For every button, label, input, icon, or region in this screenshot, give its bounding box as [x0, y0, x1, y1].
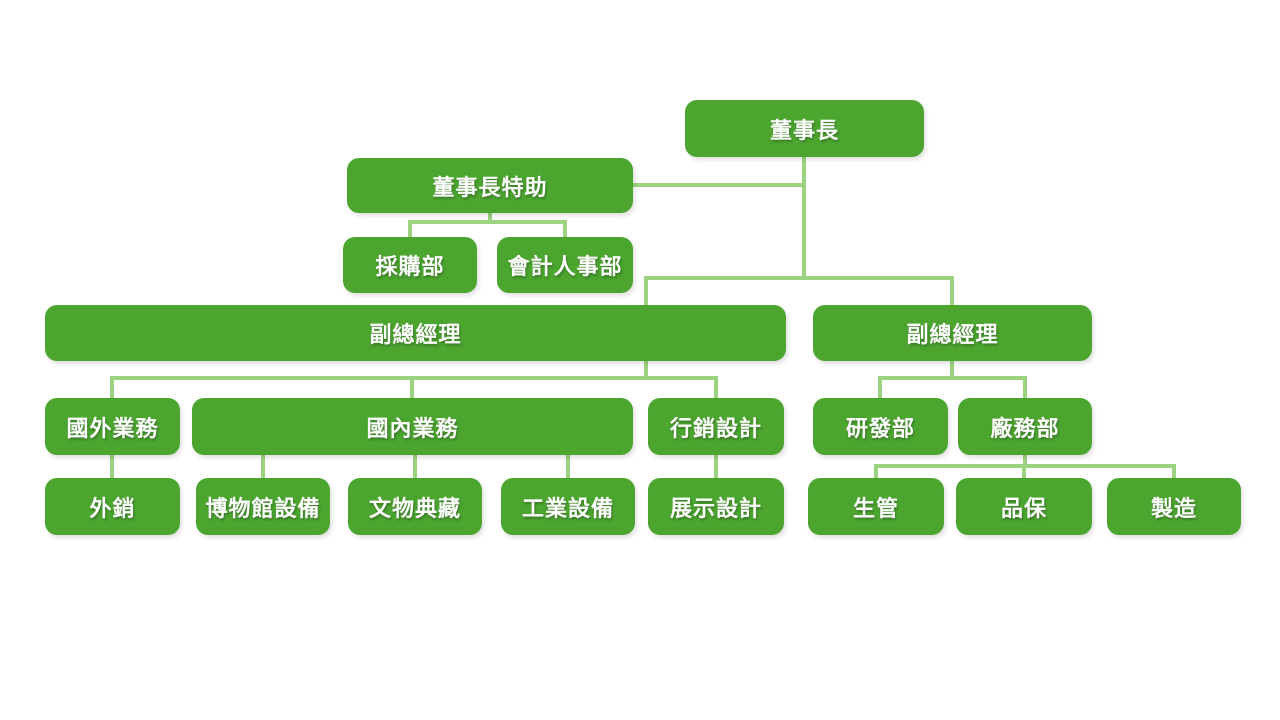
- org-node-domestic-business: 國內業務: [192, 398, 633, 455]
- connector-line: [714, 455, 718, 478]
- connector-line: [413, 455, 417, 478]
- org-node-export: 外銷: [45, 478, 180, 535]
- connector-line: [261, 455, 265, 478]
- connector-line: [1023, 376, 1027, 398]
- org-node-manufacturing: 製造: [1107, 478, 1241, 535]
- connector-line: [1022, 464, 1026, 478]
- connector-line: [633, 183, 804, 187]
- connector-line: [563, 220, 567, 237]
- connector-line: [950, 276, 954, 305]
- connector-line: [644, 361, 648, 378]
- org-node-exhibition-design: 展示設計: [648, 478, 784, 535]
- org-node-artifact-collection: 文物典藏: [348, 478, 482, 535]
- org-node-vp-left: 副總經理: [45, 305, 786, 361]
- connector-line: [1172, 464, 1176, 478]
- org-node-accounting-hr-dept: 會計人事部: [497, 237, 633, 293]
- org-node-vp-right: 副總經理: [813, 305, 1092, 361]
- connector-line: [878, 376, 1027, 380]
- connector-line: [408, 220, 567, 224]
- org-node-quality-assurance: 品保: [956, 478, 1092, 535]
- org-node-rd-dept: 研發部: [813, 398, 948, 455]
- connector-line: [110, 455, 114, 478]
- connector-line: [878, 376, 882, 398]
- connector-line: [802, 157, 806, 278]
- org-node-industrial-equipment: 工業設備: [501, 478, 635, 535]
- org-node-purchasing-dept: 採購部: [343, 237, 477, 293]
- connector-line: [950, 361, 954, 378]
- connector-line: [644, 276, 954, 280]
- connector-line: [488, 213, 492, 224]
- connector-line: [644, 276, 648, 305]
- org-node-marketing-design: 行銷設計: [648, 398, 784, 455]
- connector-line: [714, 376, 718, 398]
- connector-line: [566, 455, 570, 478]
- connector-line: [874, 464, 878, 478]
- connector-line: [408, 220, 412, 237]
- org-node-production-mgmt: 生管: [808, 478, 944, 535]
- connector-line: [110, 376, 114, 398]
- org-node-foreign-business: 國外業務: [45, 398, 180, 455]
- org-node-museum-equipment: 博物館設備: [196, 478, 330, 535]
- connector-line: [410, 376, 414, 398]
- org-node-factory-dept: 廠務部: [958, 398, 1092, 455]
- org-node-chairman: 董事長: [685, 100, 924, 157]
- connector-line: [110, 376, 718, 380]
- org-node-chairman-assistant: 董事長特助: [347, 158, 633, 213]
- connector-line: [1023, 455, 1027, 468]
